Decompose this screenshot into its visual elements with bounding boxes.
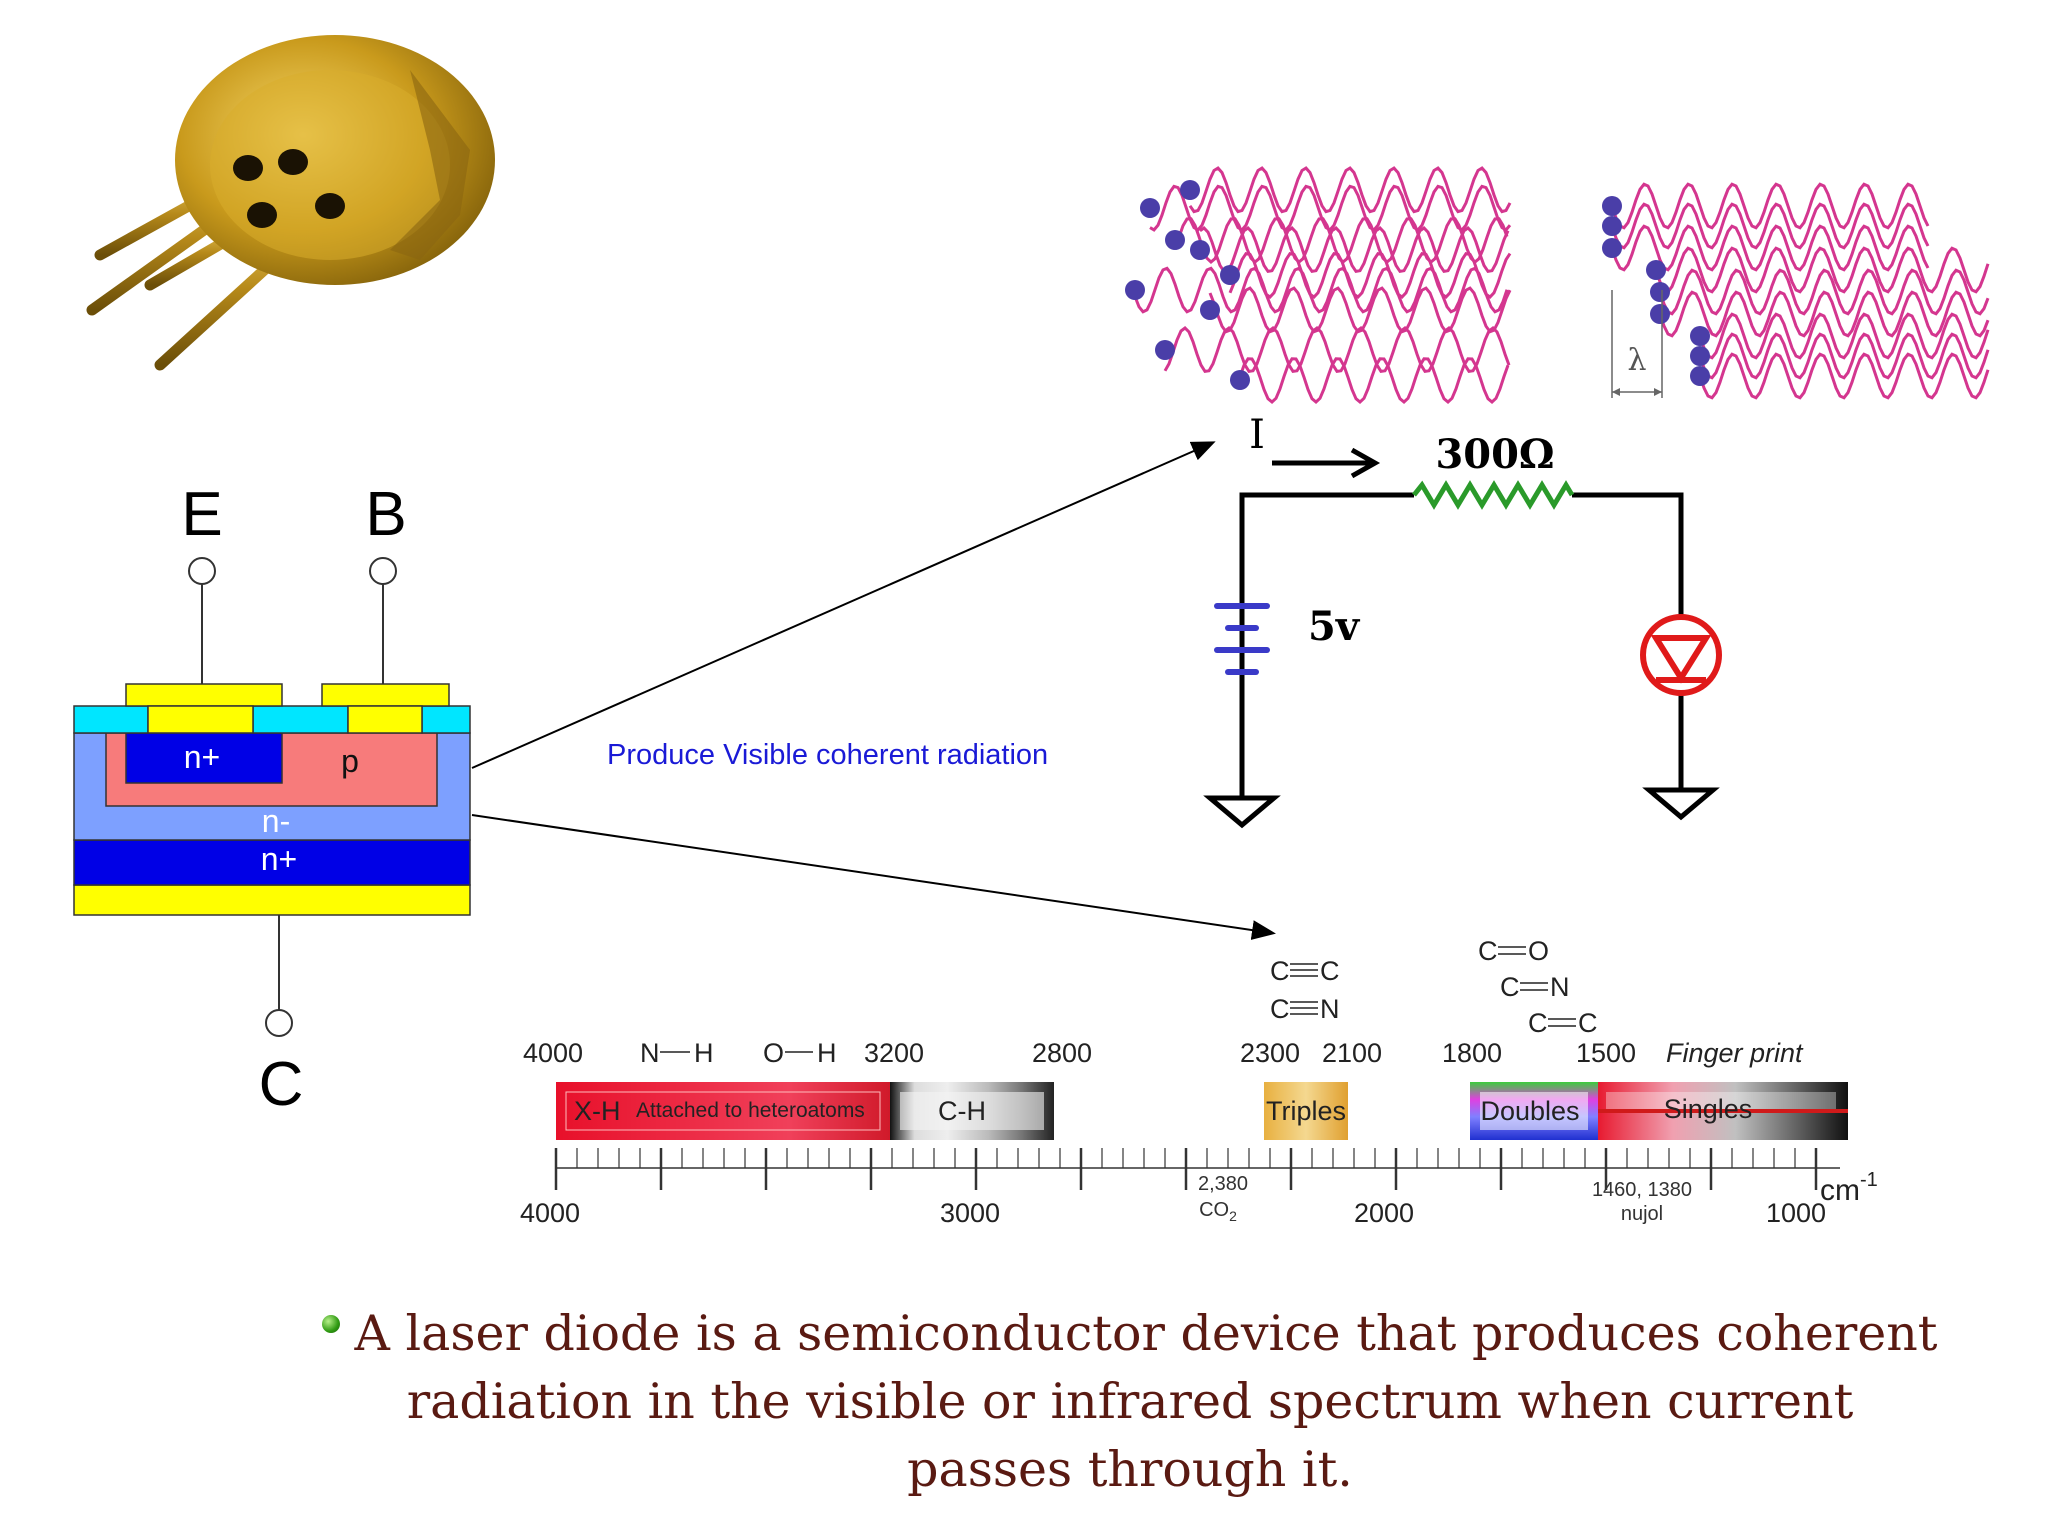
- region-n-minus-label: n-: [262, 803, 290, 839]
- bond-cn-triple: C N: [1270, 994, 1340, 1024]
- top-tick-1500: 1500: [1576, 1038, 1636, 1068]
- co2-value: 2,380: [1198, 1173, 1248, 1195]
- band-singles-label: Singles: [1664, 1094, 1753, 1124]
- region-p-label: p: [341, 743, 359, 779]
- co2-subscript: 2: [1229, 1208, 1237, 1224]
- band-xh-note: Attached to heteroatoms: [636, 1099, 865, 1122]
- region-n-plus-top-label: n+: [184, 739, 220, 775]
- bond-oh: O H: [763, 1038, 837, 1068]
- band-doubles-label: Doubles: [1480, 1096, 1579, 1126]
- bond-cc-triple-left: C: [1270, 956, 1290, 986]
- region-n-plus-bottom-label: n+: [261, 841, 297, 877]
- bottom-tick-1000: 1000: [1766, 1198, 1826, 1228]
- spectrum: 4000 3200 2800 2300 2100 1800 1500 N H O…: [520, 936, 1878, 1228]
- top-tick-labels: 4000 3200 2800 2300 2100 1800 1500: [523, 1038, 1636, 1068]
- bond-nh: N H: [640, 1038, 714, 1068]
- bond-cn-double-right: N: [1550, 972, 1570, 1002]
- ground-symbol: [1203, 787, 1720, 829]
- bullet-icon: [322, 1314, 341, 1333]
- band-triples: [1264, 1082, 1348, 1140]
- nujol-label: nujol: [1621, 1203, 1663, 1225]
- bond-cc-triple: C C: [1270, 956, 1340, 986]
- coherent-waves: [1602, 182, 1990, 400]
- bond-cc-double-left: C: [1528, 1008, 1548, 1038]
- nujol-value: 1460, 1380: [1592, 1179, 1692, 1201]
- terminal-e-label: E: [181, 480, 222, 549]
- bottom-tick-2000: 2000: [1354, 1198, 1414, 1228]
- band-triples-label: Triples: [1266, 1096, 1346, 1126]
- current-label: I: [1249, 412, 1265, 458]
- arrow-label: Produce Visible coherent radiation: [607, 739, 1048, 771]
- resistor-symbol: [1412, 480, 1575, 510]
- top-tick-2300: 2300: [1240, 1038, 1300, 1068]
- bond-cc-double-right: C: [1578, 1008, 1598, 1038]
- unit-exponent: -1: [1860, 1169, 1878, 1191]
- caption-text: A laser diode is a semiconductor device …: [354, 1305, 1938, 1498]
- co2-label: CO2: [1199, 1199, 1237, 1224]
- bond-cc-triple-right: C: [1320, 956, 1340, 986]
- bond-cn-triple-right: N: [1320, 994, 1340, 1024]
- battery-symbol: [1214, 603, 1270, 675]
- band-xh-label: X-H: [574, 1096, 621, 1126]
- wave-panel: [1125, 166, 1990, 404]
- incoherent-waves: [1125, 166, 1512, 404]
- band-ch-label: C-H: [938, 1096, 986, 1126]
- top-tick-2800: 2800: [1032, 1038, 1092, 1068]
- axis-ticks: [554, 1148, 1818, 1190]
- arrow-to-circuit: [471, 441, 1216, 769]
- bond-co-double-right: O: [1528, 936, 1549, 966]
- bottom-tick-labels: 4000 3000 2000 1000: [520, 1198, 1826, 1228]
- transistor-cross-section: [73, 557, 471, 1037]
- bond-cn-double-left: C: [1500, 972, 1520, 1002]
- arrow-to-spectrum: [471, 814, 1276, 940]
- bond-cn-double: C N: [1500, 972, 1570, 1002]
- top-tick-4000: 4000: [523, 1038, 583, 1068]
- laser-diode-photo: [86, 35, 495, 371]
- top-tick-3200: 3200: [864, 1038, 924, 1068]
- bottom-tick-4000: 4000: [520, 1198, 580, 1228]
- bond-cc-double: C C: [1528, 1008, 1598, 1038]
- circuit: [1239, 447, 1684, 798]
- terminal-c-label: C: [259, 1050, 304, 1119]
- unit-label: cm-1: [1820, 1169, 1878, 1207]
- bond-co-double: C O: [1478, 936, 1549, 966]
- caption: A laser diode is a semiconductor device …: [320, 1300, 1940, 1504]
- wavelength-symbol: λ: [1627, 343, 1646, 378]
- resistor-label: 300Ω: [1435, 431, 1554, 478]
- unit-text: cm: [1820, 1174, 1860, 1207]
- bond-co-double-left: C: [1478, 936, 1498, 966]
- top-tick-2100: 2100: [1322, 1038, 1382, 1068]
- led-symbol: [1640, 614, 1722, 696]
- co2-label-text: CO: [1199, 1199, 1229, 1221]
- voltage-label: 5v: [1308, 603, 1361, 650]
- bottom-tick-3000: 3000: [940, 1198, 1000, 1228]
- bond-nh-right: H: [694, 1038, 714, 1068]
- finger-print-label: Finger print: [1666, 1038, 1804, 1068]
- bond-nh-left: N: [640, 1038, 660, 1068]
- top-tick-1800: 1800: [1442, 1038, 1502, 1068]
- terminal-b-label: B: [365, 480, 406, 549]
- bond-cn-triple-left: C: [1270, 994, 1290, 1024]
- bond-oh-left: O: [763, 1038, 784, 1068]
- bond-oh-right: H: [817, 1038, 837, 1068]
